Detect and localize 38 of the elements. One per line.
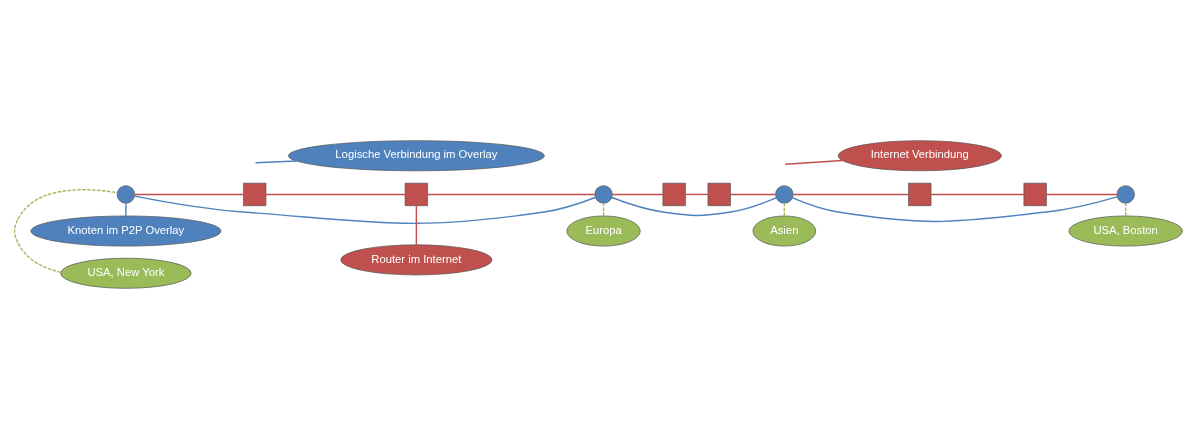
node-ellipse: USA, Boston xyxy=(1068,215,1183,246)
connector xyxy=(415,204,418,245)
node-ellipse: Europa xyxy=(566,215,641,246)
node-box xyxy=(404,182,428,206)
connector xyxy=(265,193,406,195)
node-box xyxy=(662,182,686,206)
connector xyxy=(1124,202,1127,217)
connector xyxy=(784,159,844,165)
connector xyxy=(602,202,605,217)
connector xyxy=(730,193,777,195)
node-ellipse: Knoten im P2P Overlay xyxy=(30,215,222,246)
node-circle xyxy=(116,184,136,204)
connector xyxy=(611,193,664,195)
connector xyxy=(134,194,596,224)
connector xyxy=(930,193,1025,195)
node-circle xyxy=(1116,184,1135,204)
node-circle xyxy=(775,184,794,204)
connector xyxy=(791,195,1118,222)
node-circle xyxy=(594,184,613,204)
node-ellipse: USA, New York xyxy=(60,257,192,289)
connector xyxy=(783,202,786,217)
node-box xyxy=(1023,182,1047,206)
connector xyxy=(427,193,596,195)
node-box xyxy=(908,182,932,206)
connector xyxy=(792,193,910,195)
connector xyxy=(13,188,118,273)
node-ellipse: Logische Verbindung im Overlay xyxy=(287,139,545,171)
node-ellipse: Router im Internet xyxy=(340,243,493,275)
node-ellipse: Internet Verbindung xyxy=(837,139,1002,171)
connector xyxy=(254,159,298,163)
connector xyxy=(125,202,127,217)
node-ellipse: Asien xyxy=(752,215,817,246)
node-box xyxy=(243,182,267,206)
connector xyxy=(1045,193,1118,195)
node-box xyxy=(707,182,731,206)
connector xyxy=(134,193,244,195)
connector xyxy=(684,193,709,195)
connector xyxy=(611,196,777,216)
